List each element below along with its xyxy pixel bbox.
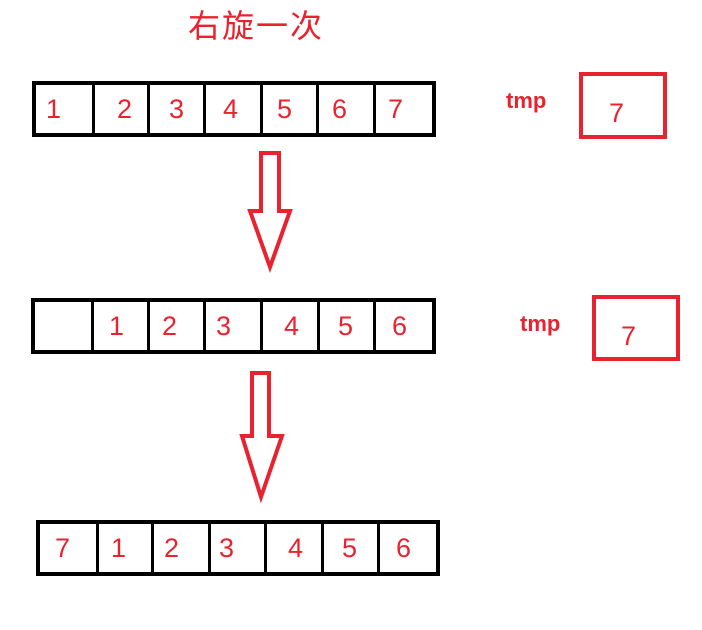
array-cell: 3 [206, 302, 263, 350]
tmp-label: tmp [506, 88, 547, 113]
array-cell: 2 [150, 302, 206, 350]
array-cell: 6 [396, 532, 412, 563]
diagram-title: 右旋一次 [188, 7, 325, 45]
down-arrow-icon [239, 371, 285, 504]
tmp-label: tmp [520, 311, 561, 336]
tmp-value: 7 [621, 321, 637, 351]
array-cell: 5 [320, 302, 376, 350]
array-cell: 4 [267, 524, 324, 572]
array-cell: 5 [263, 85, 319, 133]
array-cell: 6 [392, 310, 408, 341]
array-cell: 5 [324, 524, 380, 572]
array-cell: 4 [263, 302, 320, 350]
array-cell: 3 [211, 524, 267, 572]
array-row-result: 7 1 2 3 4 5 6 [36, 520, 440, 576]
array-cell: 7 [388, 93, 404, 124]
down-arrow-icon [247, 151, 293, 273]
tmp-box: 7 [592, 295, 680, 361]
array-cell: 2 [154, 524, 211, 572]
array-cell: 4 [206, 85, 263, 133]
array-cell: 1 [94, 302, 150, 350]
array-cell: 3 [150, 85, 206, 133]
array-row-shifted: 1 2 3 4 5 6 [31, 298, 436, 354]
array-cell: 1 [99, 524, 154, 572]
array-cell: 2 [95, 85, 150, 133]
array-cell: 7 [40, 524, 99, 572]
array-cell: 6 [319, 85, 376, 133]
array-cell [35, 302, 94, 350]
tmp-box: 7 [579, 72, 667, 139]
array-cell: 1 [36, 85, 95, 133]
array-row-initial: 1 2 3 4 5 6 7 [32, 81, 436, 137]
tmp-value: 7 [609, 98, 625, 128]
